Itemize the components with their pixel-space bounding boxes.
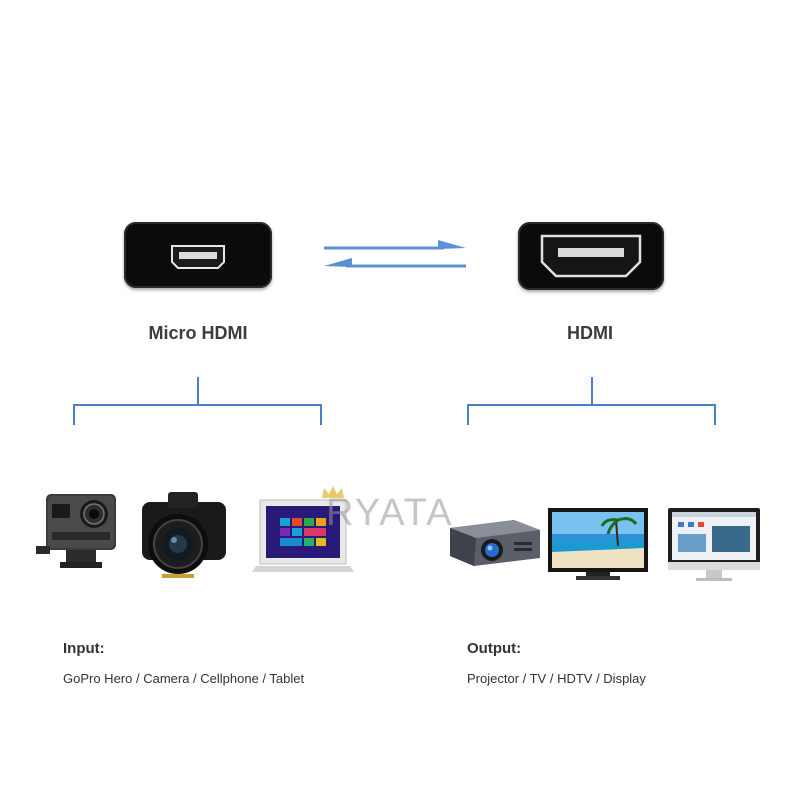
- input-devices-text: GoPro Hero / Camera / Cellphone / Tablet: [63, 671, 305, 686]
- tablet-icon: [252, 499, 354, 572]
- micro-hdmi-connector: [124, 222, 272, 288]
- micro-hdmi-label: Micro HDMI: [148, 323, 248, 343]
- output-devices-text: Projector / TV / HDTV / Display: [467, 671, 646, 686]
- output-heading: Output:: [467, 640, 522, 657]
- hdmi-port-icon: [540, 234, 642, 278]
- gopro-camera-icon: [36, 494, 116, 568]
- tv-icon: [548, 508, 648, 580]
- hdmi-label: HDMI: [567, 323, 613, 343]
- crown-icon: [322, 486, 344, 498]
- watermark: RYATA: [326, 492, 454, 534]
- dslr-camera-icon: [142, 492, 226, 578]
- monitor-icon: [668, 508, 760, 581]
- bidirectional-arrows-icon: [324, 240, 466, 268]
- input-bracket: [73, 377, 716, 425]
- hdmi-connector: [518, 222, 664, 290]
- micro-hdmi-port-icon: [171, 245, 225, 269]
- input-heading: Input:: [63, 640, 105, 657]
- projector-icon: [450, 520, 540, 566]
